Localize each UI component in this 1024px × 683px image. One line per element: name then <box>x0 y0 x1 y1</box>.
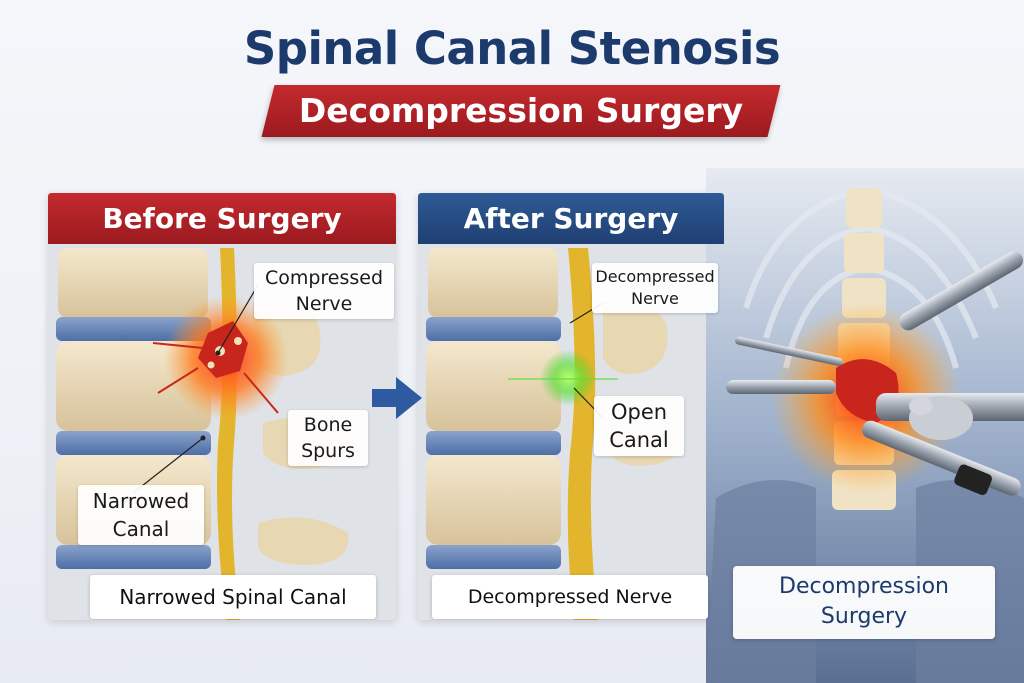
narrowed-canal-label-line1: Narrowed <box>92 489 190 513</box>
arrow-right-icon <box>372 377 422 419</box>
before-surgery-header: Before Surgery <box>48 193 396 244</box>
after-surgery-panel: After Surgery Decompressed Nerve Open Ca… <box>418 193 724 620</box>
decompressed-nerve-label-line1: Decompressed <box>595 267 715 286</box>
bone-spurs-label-line1: Bone <box>303 414 353 436</box>
bone-spurs-label: Bone Spurs <box>288 410 368 466</box>
open-canal-label-line2: Canal <box>609 428 669 452</box>
decompression-surgery-caption-line2: Surgery <box>820 604 908 629</box>
page-subtitle: Decompression Surgery <box>298 91 744 130</box>
surgical-tool-top-right <box>899 251 1023 331</box>
compressed-nerve-label-line1: Compressed <box>264 267 384 289</box>
decompression-surgery-caption: Decompression Surgery <box>733 566 995 639</box>
decompressed-nerve-label-line2: Nerve <box>631 289 679 308</box>
narrowed-canal-label-line2: Canal <box>112 517 170 541</box>
narrowed-canal-label: Narrowed Canal <box>78 485 204 545</box>
narrowed-spinal-canal-caption: Narrowed Spinal Canal <box>90 575 376 619</box>
open-canal-label: Open Canal <box>594 396 684 456</box>
before-spine-illustration <box>48 193 396 620</box>
decompressed-nerve-caption: Decompressed Nerve <box>432 575 708 619</box>
before-surgery-panel: Before Surgery Compressed Nerve Bone Spu… <box>48 193 396 620</box>
open-canal-label-line1: Open <box>610 400 668 424</box>
gloved-hand <box>909 396 973 440</box>
after-surgery-header: After Surgery <box>418 193 724 244</box>
surgical-tool-left <box>726 336 843 394</box>
bone-spurs-label-line2: Spurs <box>301 440 355 462</box>
page-title: Spinal Canal Stenosis <box>243 22 781 75</box>
decompression-surgery-caption-line1: Decompression <box>779 574 949 599</box>
compressed-nerve-label: Compressed Nerve <box>254 263 394 319</box>
compressed-nerve-label-line2: Nerve <box>295 293 353 315</box>
decompressed-nerve-label: Decompressed Nerve <box>592 263 718 313</box>
